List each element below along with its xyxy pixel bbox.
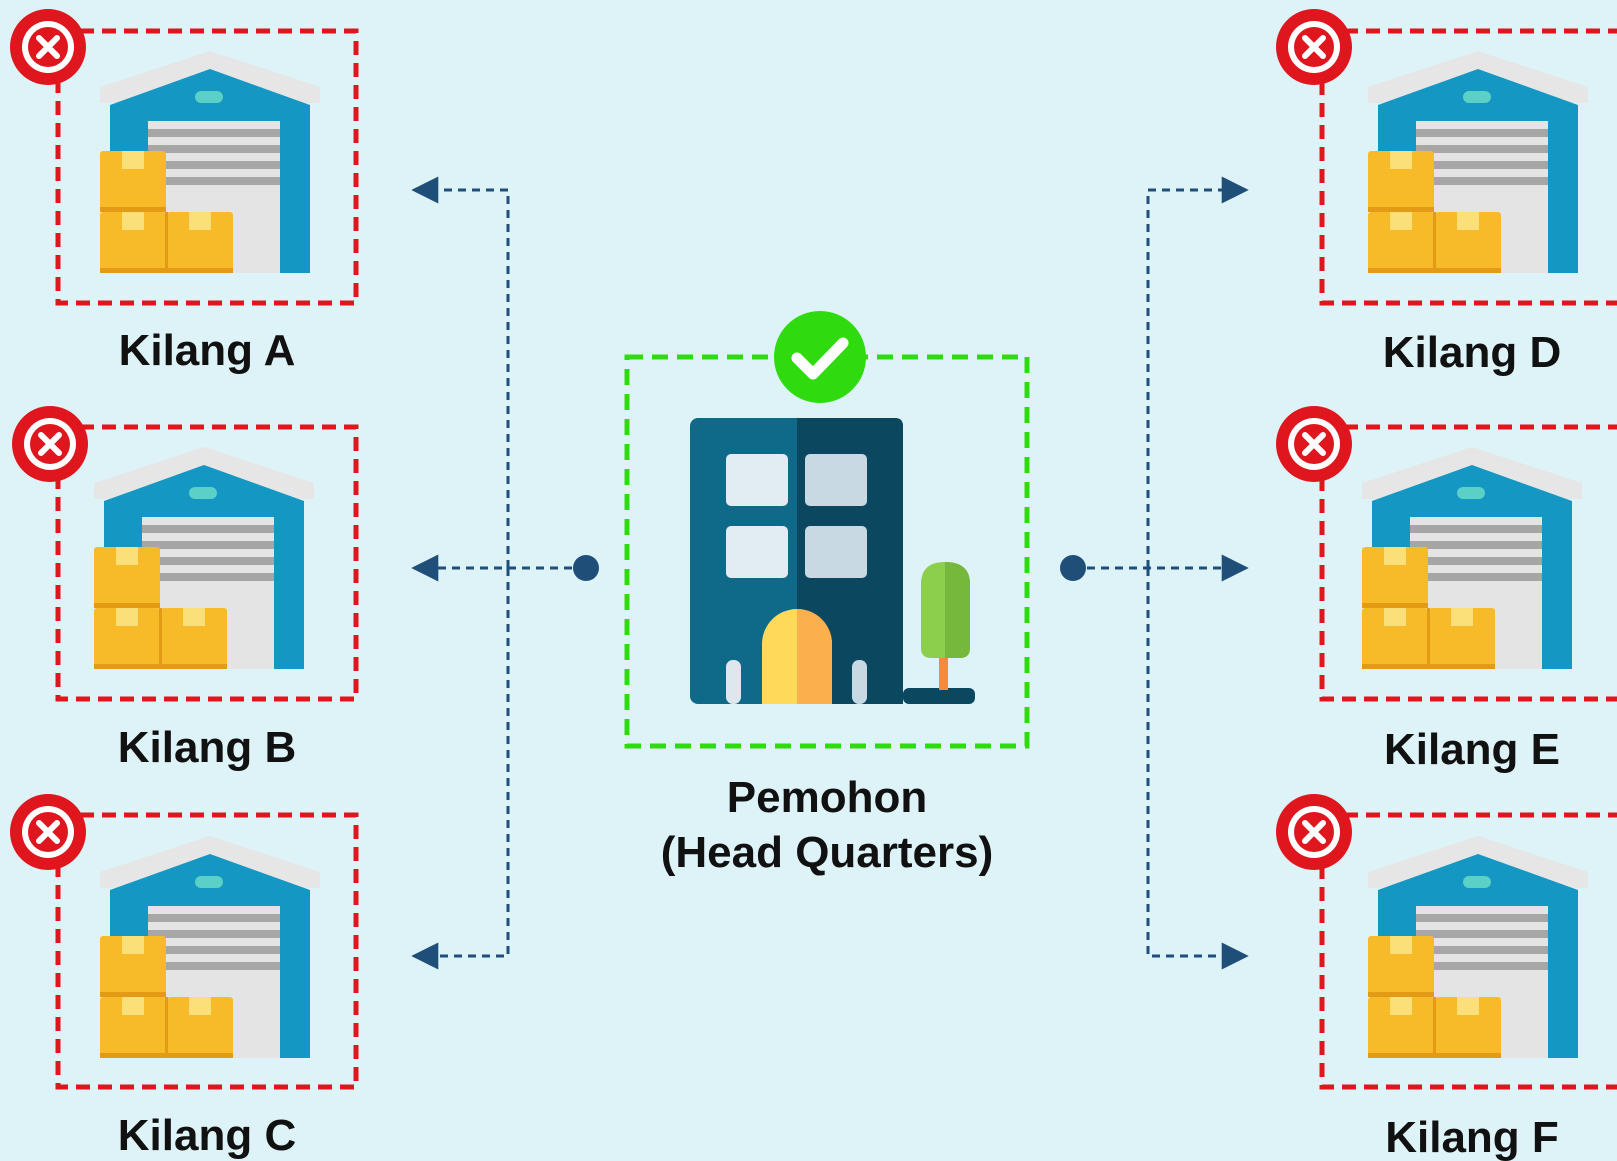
factory-node-b: Kilang B xyxy=(12,406,359,772)
rejected-frame xyxy=(1319,424,1617,702)
warehouse-icon xyxy=(100,51,320,273)
check-icon xyxy=(774,311,866,403)
factory-label: Kilang E xyxy=(1384,725,1560,774)
connector-origin-dot-left xyxy=(573,555,599,581)
close-icon xyxy=(12,406,88,482)
factory-label: Kilang D xyxy=(1383,328,1561,377)
connector-hq-to-d xyxy=(1146,176,1249,568)
headquarters-subtitle: (Head Quarters) xyxy=(661,828,994,877)
warehouse-icon xyxy=(94,447,314,669)
close-icon xyxy=(1276,406,1352,482)
factory-node-c: Kilang C xyxy=(10,794,359,1160)
rejected-frame xyxy=(55,28,359,306)
rejected-frame xyxy=(55,424,359,702)
factory-label: Kilang C xyxy=(118,1111,296,1160)
factory-label: Kilang F xyxy=(1385,1113,1559,1161)
headquarters-node: Pemohon (Head Quarters) xyxy=(624,311,1030,877)
connector-hq-to-a xyxy=(411,176,510,568)
connector-origin-dot-right xyxy=(1060,555,1086,581)
close-icon xyxy=(1276,794,1352,870)
factory-label: Kilang B xyxy=(118,723,296,772)
factory-node-d: Kilang D xyxy=(1276,9,1617,377)
warehouse-icon xyxy=(100,836,320,1058)
factory-label: Kilang A xyxy=(119,326,296,375)
rejected-frame xyxy=(1319,812,1617,1090)
connector-hq-to-c xyxy=(411,568,510,970)
rejected-frame xyxy=(55,812,359,1090)
rejected-frame xyxy=(1319,28,1617,306)
close-icon xyxy=(1276,9,1352,85)
factory-node-f: Kilang F xyxy=(1276,794,1617,1161)
close-icon xyxy=(10,794,86,870)
factory-node-a: Kilang A xyxy=(10,9,359,375)
connector-hq-to-f xyxy=(1146,568,1249,970)
factory-node-e: Kilang E xyxy=(1276,406,1617,774)
close-icon xyxy=(10,9,86,85)
warehouse-icon xyxy=(1362,447,1582,669)
office-building-icon xyxy=(690,418,975,704)
warehouse-icon xyxy=(1368,51,1588,273)
warehouse-icon xyxy=(1368,836,1588,1058)
connector-lines xyxy=(411,176,1249,970)
headquarters-title: Pemohon xyxy=(727,773,927,822)
